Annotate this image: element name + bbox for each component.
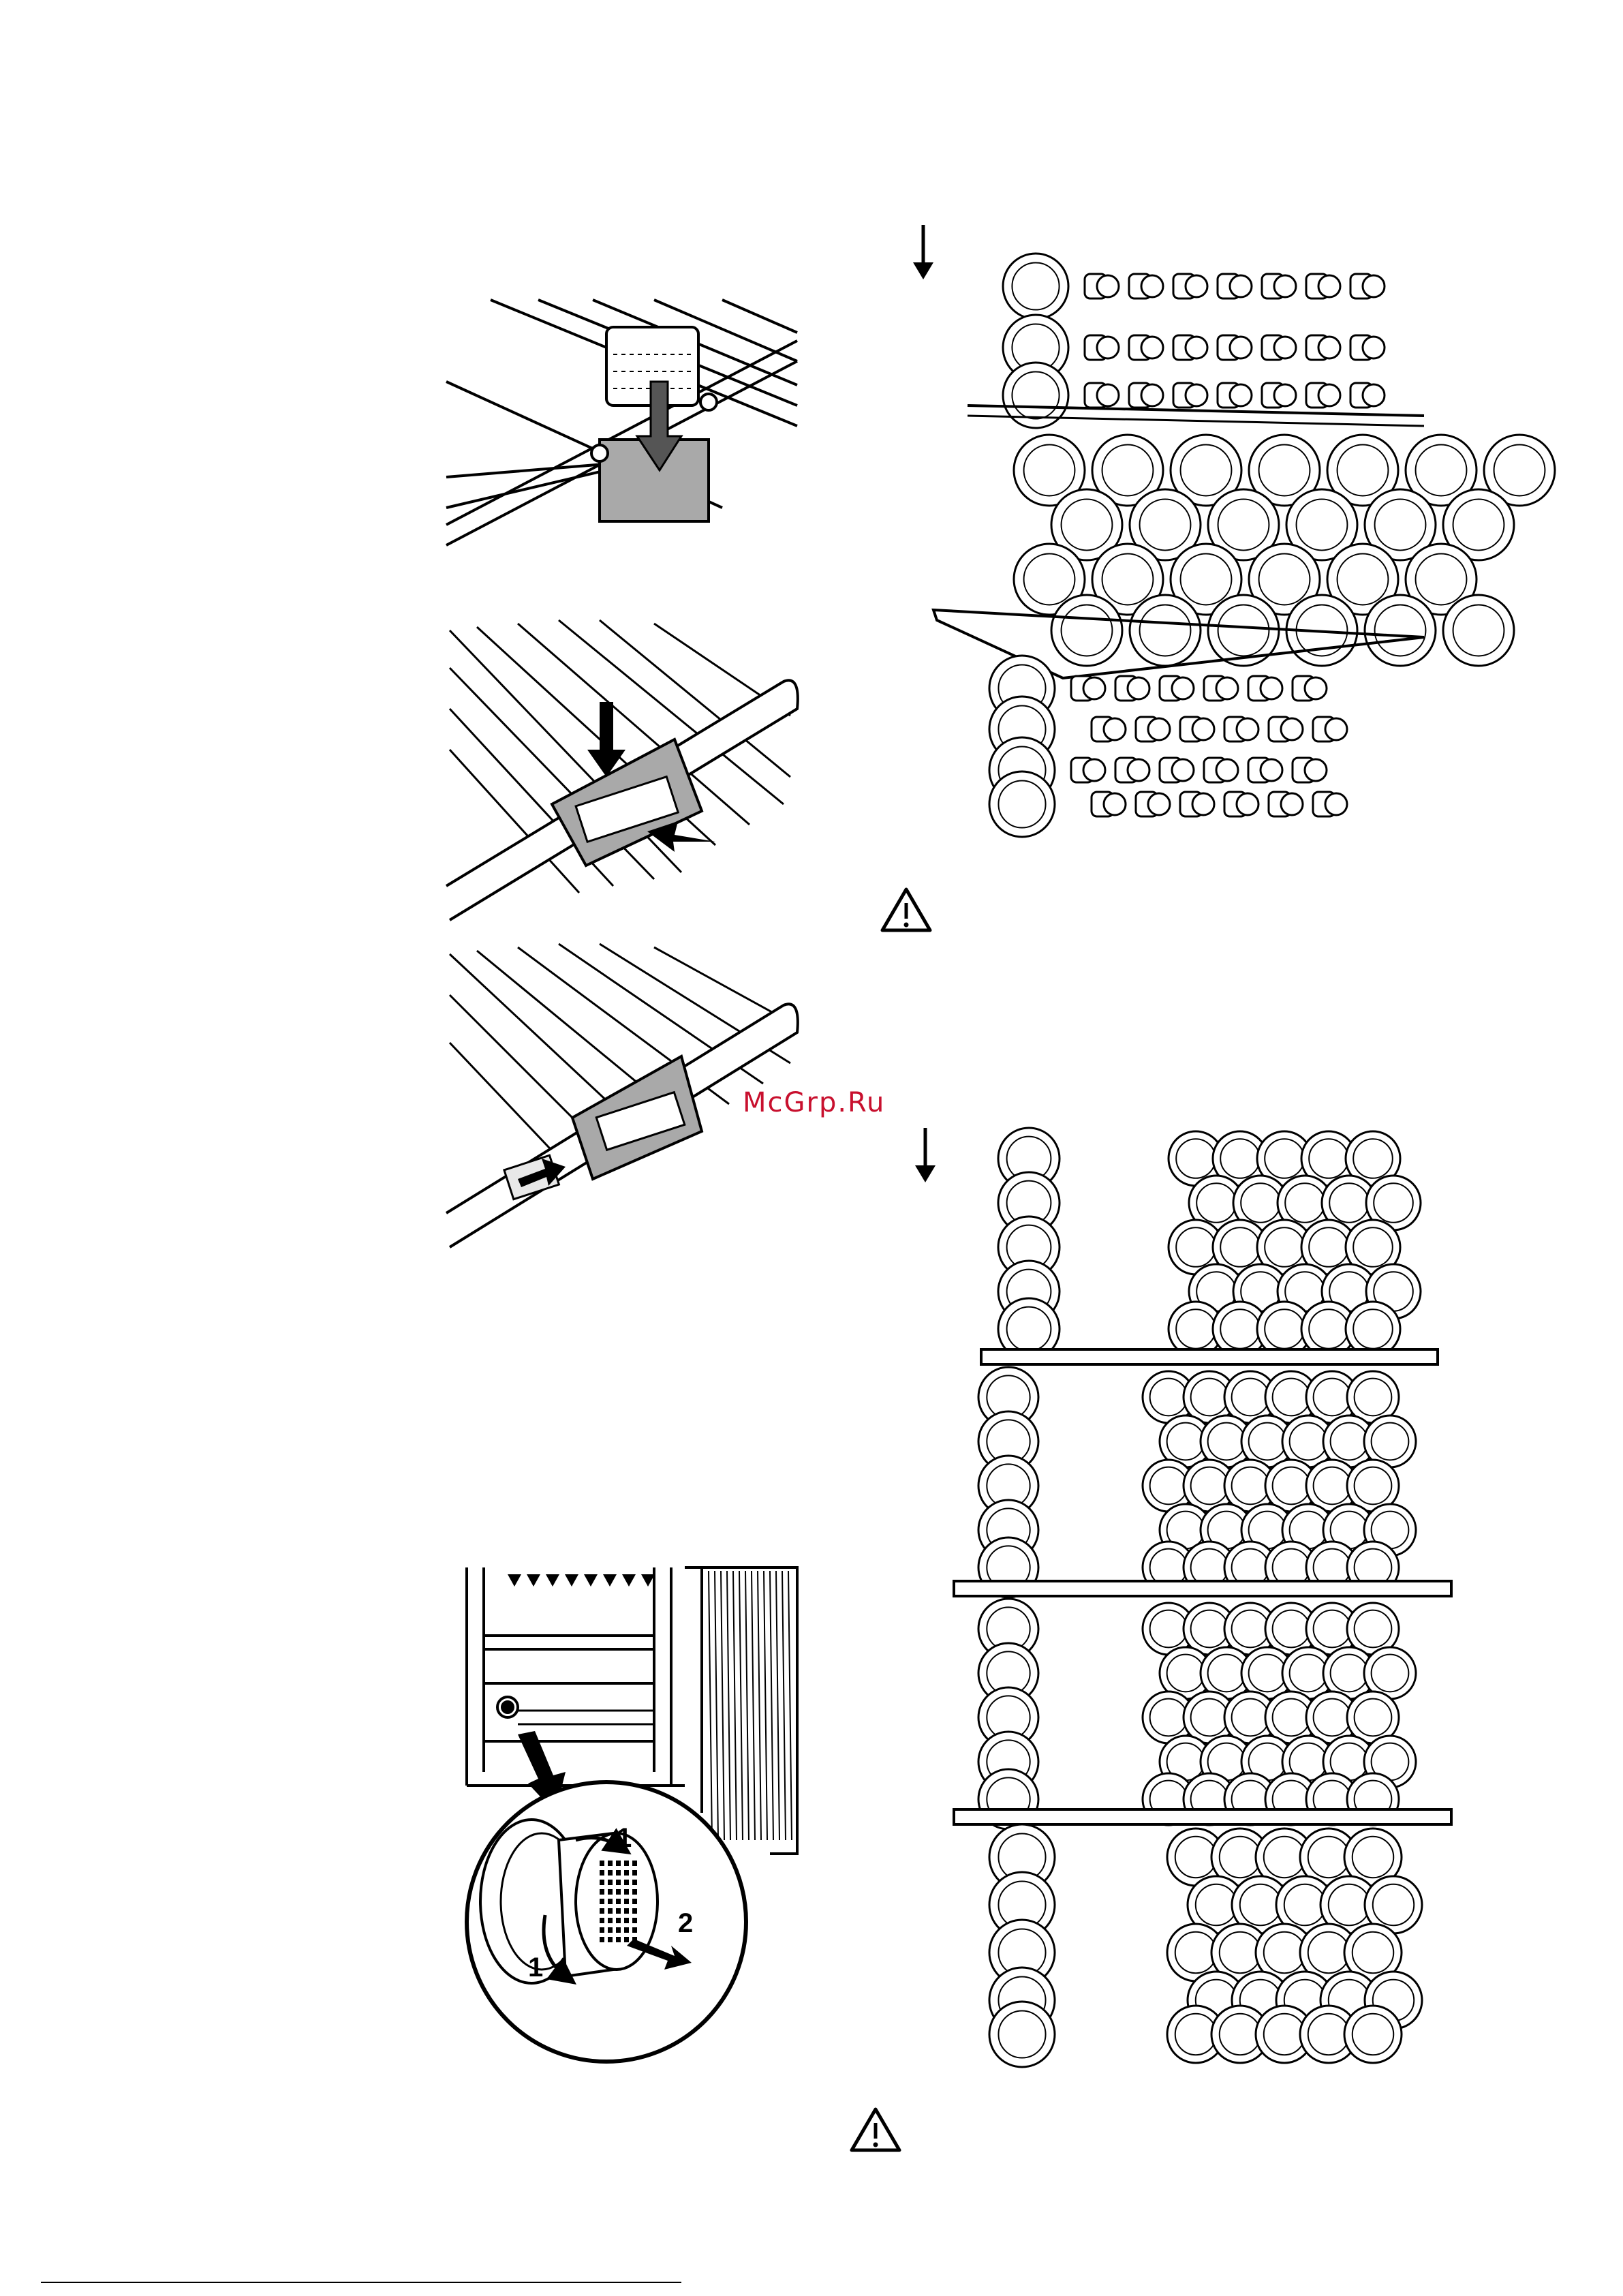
filter-step-pull-label: 2: [678, 1908, 693, 1938]
wire-shelf-label-figure: [446, 300, 797, 545]
warning-triangle-icon: [852, 2109, 899, 2150]
site-watermark: McGrp.Ru: [743, 1087, 885, 1118]
down-arrow-icon: [913, 225, 933, 279]
filter-detail-magnifier: [467, 1782, 746, 2062]
bottle-stack-flat-shelves-figure: [954, 1128, 1451, 2067]
cabinet-door-ribs: [709, 1571, 792, 1840]
down-arrow-icon: [915, 1128, 936, 1182]
filter-step-rotate-label: 1: [617, 1823, 632, 1853]
page-footer-rule: [41, 2282, 681, 2283]
warning-triangle-icon: [882, 889, 930, 930]
bottle-stack-wire-shelves-figure: [933, 254, 1555, 837]
shelf-clip-figure: [446, 620, 798, 920]
filter-step-rotate-label: 1: [528, 1953, 543, 1983]
grape-motif-decor: [508, 1574, 655, 1587]
